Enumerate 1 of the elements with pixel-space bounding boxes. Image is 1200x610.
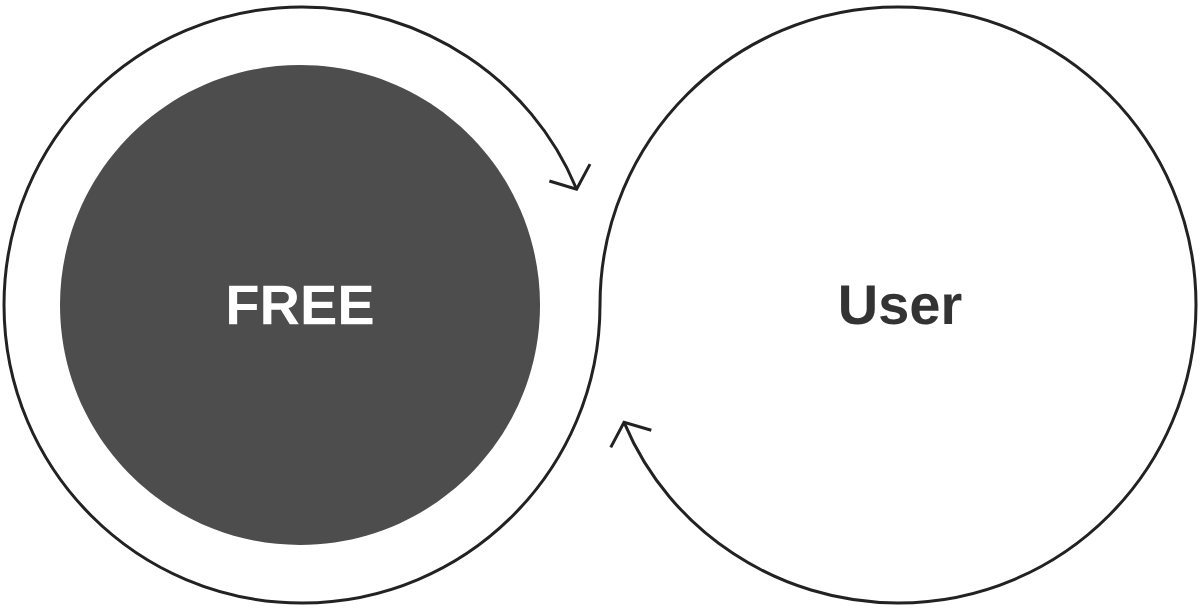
circle-label: User bbox=[841, 285, 962, 325]
